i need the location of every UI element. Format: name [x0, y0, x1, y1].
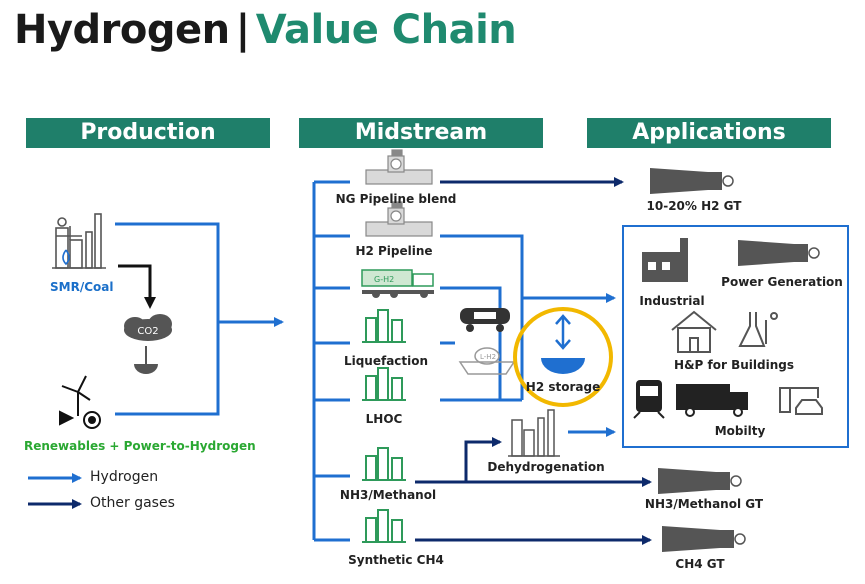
title-separator: |: [235, 7, 251, 53]
ng-pipeline-label: NG Pipeline blend: [335, 192, 457, 206]
synthetic-ch4-label: Synthetic CH4: [348, 553, 444, 567]
industrial-label: Industrial: [639, 294, 705, 308]
power-generation-label: Power Generation: [721, 275, 843, 289]
midstream-bus: [312, 180, 616, 542]
truck-icon: G-H2: [361, 269, 434, 298]
liquefaction-label: Liquefaction: [343, 354, 429, 368]
buildings-label: H&P for Buildings: [674, 358, 794, 372]
lh2-ship-icon: L-H2: [458, 347, 516, 375]
co2-cloud-icon: CO2: [124, 314, 172, 374]
mobility-label: Mobilty: [714, 424, 766, 438]
renewables-label: Renewables + Power-to-Hydrogen: [24, 439, 256, 453]
header-production: Production: [26, 118, 270, 148]
title-part2: Value Chain: [255, 7, 517, 53]
lhoc-label: LHOC: [365, 412, 403, 426]
lab-flask-icon: [738, 312, 778, 347]
ch4-gt-label: CH4 GT: [675, 557, 725, 571]
tank-truck-icon: [460, 308, 510, 332]
legend-hydrogen: Hydrogen: [90, 469, 159, 485]
house-icon: [671, 310, 717, 353]
synthetic-ch4-tanks-icon: [362, 509, 406, 543]
train-icon: [633, 380, 665, 419]
applications-box: [622, 225, 849, 448]
ev-charging-icon: [779, 387, 823, 415]
other-gas-flows: [415, 177, 652, 545]
gas-turbine-icon-power: [738, 240, 820, 266]
liquefaction-tanks-icon: [362, 309, 406, 343]
gas-turbine-icon-ch4: [662, 526, 746, 552]
smr-coal-label: SMR/Coal: [50, 280, 114, 294]
co2-arrow: [118, 264, 156, 309]
nh3-gt-label: NH3/Methanol GT: [644, 497, 764, 511]
ng-pipeline-icon: [365, 149, 433, 185]
header-applications: Applications: [587, 118, 831, 148]
lorry-icon: [676, 384, 748, 417]
factory-icon: [52, 213, 106, 269]
industrial-factory-icon: [642, 238, 688, 282]
lhoc-tanks-icon: [362, 367, 406, 401]
page-title: Hydrogen|Value Chain: [14, 6, 517, 54]
storage-highlight-ring: [513, 307, 613, 407]
gas-turbine-icon-blend: [650, 168, 734, 194]
co2-label: CO2: [137, 326, 158, 337]
gas-turbine-icon-nh3: [658, 468, 742, 494]
truck-tank-label: G-H2: [374, 275, 394, 284]
header-midstream: Midstream: [299, 118, 543, 148]
production-flows: [115, 222, 284, 416]
nh3-tanks-icon: [362, 447, 406, 481]
dehydrogenation-factory-icon: [508, 409, 560, 457]
legend-other-gases: Other gases: [90, 495, 175, 511]
title-part1: Hydrogen: [14, 7, 230, 53]
production-bracket: [115, 222, 220, 416]
storage-icon: [541, 314, 585, 374]
ship-tank-label: L-H2: [480, 353, 496, 361]
nh3-methanol-label: NH3/Methanol: [339, 488, 437, 502]
arrow-dehydro: [464, 437, 502, 482]
h2-storage-label: H2 storage: [525, 380, 601, 394]
wind-turbine-icon: [59, 375, 101, 429]
dehydrogenation-label: Dehydrogenation: [487, 460, 605, 474]
gt-blend-label: 10-20% H2 GT: [646, 199, 742, 213]
h2-pipeline-icon: [365, 201, 433, 237]
h2-pipeline-label: H2 Pipeline: [355, 244, 433, 258]
